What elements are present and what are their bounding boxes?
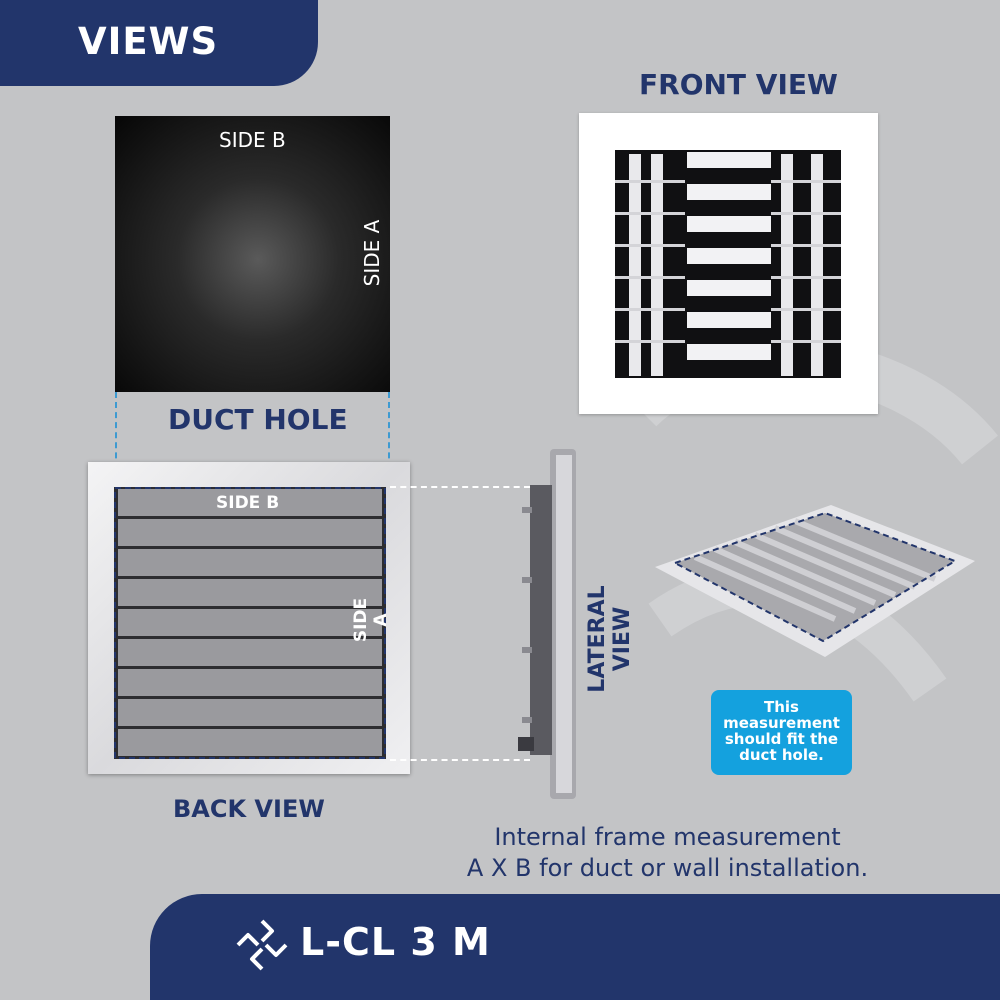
isometric-view-image	[655, 505, 975, 657]
callout-line-3: should fit the	[724, 730, 839, 748]
callout-line-4: duct hole.	[739, 746, 824, 764]
brand-logo-icon	[236, 919, 288, 971]
measurement-callout: This measurement should fit the duct hol…	[711, 690, 852, 775]
back-view-title: BACK VIEW	[173, 795, 325, 823]
back-grille-blades	[114, 487, 386, 759]
duct-hole-title: DUCT HOLE	[168, 403, 348, 436]
guide-line-top	[390, 486, 530, 488]
duct-side-a-label: SIDE A	[360, 219, 384, 287]
header-tab	[0, 0, 318, 86]
footer-bar	[150, 894, 1000, 1000]
caption-line-2: A X B for duct or wall installation.	[466, 854, 869, 882]
front-grille-blades	[615, 152, 841, 376]
lateral-view-title: LATERAL VIEW	[585, 585, 635, 693]
duct-hole-image	[115, 116, 390, 392]
caption-line-1: Internal frame measurement	[494, 823, 841, 851]
callout-line-1: This	[764, 698, 799, 716]
model-name: L-CL 3 M	[300, 920, 491, 964]
lateral-view-image	[518, 449, 576, 799]
measurement-caption: Internal frame measurement A X B for duc…	[400, 822, 935, 884]
callout-line-2: measurement	[723, 714, 840, 732]
page-title: VIEWS	[78, 20, 219, 63]
back-side-b-label: SIDE B	[216, 493, 280, 513]
duct-side-b-label: SIDE B	[219, 128, 286, 152]
guide-line-bottom	[390, 759, 530, 761]
front-view-title: FRONT VIEW	[639, 68, 838, 101]
back-side-a-label: SIDE A	[351, 597, 391, 643]
